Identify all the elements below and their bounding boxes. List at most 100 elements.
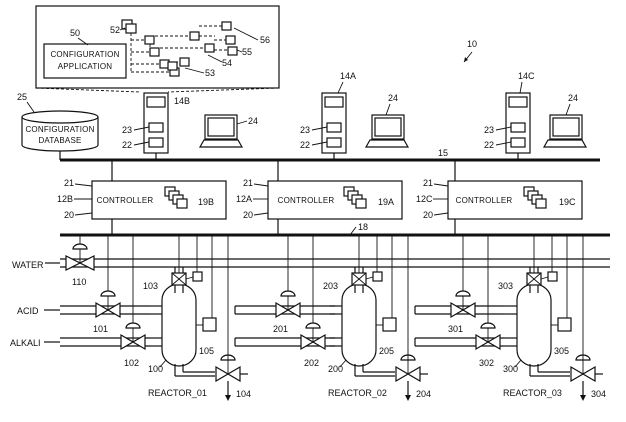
- ref-25: 25: [17, 92, 27, 102]
- acid-valve-ref: 101: [93, 324, 108, 334]
- ref-22: 22: [484, 140, 494, 150]
- ref-110: 110: [72, 277, 86, 287]
- acid-valve-ref: 201: [273, 324, 288, 334]
- ws-label-14b: 14B: [174, 96, 190, 106]
- alkali-label: ALKALI: [10, 338, 41, 348]
- outlet-valve-ref: 304: [591, 389, 606, 399]
- ref-10: 10: [467, 39, 477, 49]
- ref-56: 56: [260, 35, 270, 45]
- acid-valve: [275, 290, 301, 319]
- reactor-ref: 200: [328, 364, 343, 374]
- ref-24: 24: [388, 93, 398, 103]
- top-sensor: [192, 271, 203, 282]
- ref-24: 24: [248, 116, 258, 126]
- ref-20: 20: [64, 210, 74, 220]
- ref-21: 21: [243, 178, 253, 188]
- ref-24: 24: [568, 93, 578, 103]
- database-label: CONFIGURATION: [25, 125, 94, 134]
- top-sensor: [547, 271, 558, 282]
- workstation-14a: 14A 23 22 24: [300, 71, 410, 160]
- reactor-vessel: [516, 283, 552, 367]
- ref-12a: 12A: [236, 194, 252, 204]
- workstation-14b: 14B 23 22 24: [122, 92, 258, 160]
- keyboard-icon: [542, 139, 588, 148]
- reactor-name: REACTOR_02: [328, 388, 387, 398]
- alkali-valve: [475, 322, 501, 351]
- alkali-valve-ref: 102: [124, 358, 139, 368]
- ref-53: 53: [205, 68, 215, 78]
- ref-21: 21: [423, 178, 433, 188]
- keyboard-icon: [198, 139, 244, 148]
- alkali-valve-ref: 302: [479, 358, 494, 368]
- ref-52: 52: [110, 25, 120, 35]
- controller-label: CONTROLLER: [278, 196, 335, 205]
- controller-12b: CONTROLLER 19B 21 12B 20: [57, 178, 227, 220]
- alkali-valve: [300, 322, 326, 351]
- database-label-2: DATABASE: [38, 136, 81, 145]
- water-supply: WATER 110: [12, 235, 610, 287]
- alkali-valve-ref: 202: [304, 358, 319, 368]
- level-sensor: [382, 317, 397, 332]
- level-sensor-ref: 105: [199, 346, 214, 356]
- reactor-name: REACTOR_01: [148, 388, 207, 398]
- level-sensor: [202, 317, 217, 332]
- controller-label: CONTROLLER: [456, 196, 513, 205]
- level-sensor-ref: 305: [554, 346, 569, 356]
- alkali-valve: [120, 322, 146, 351]
- outlet-valve-ref: 204: [416, 389, 431, 399]
- config-application-callout: CONFIGURATION APPLICATION 50: [35, 5, 280, 93]
- io-label-19c: 19C: [559, 197, 576, 207]
- ws-label-14a: 14A: [340, 71, 356, 81]
- config-application-label-2: APPLICATION: [58, 62, 113, 71]
- water-label: WATER: [12, 260, 44, 270]
- reactor-vessel: [161, 283, 197, 367]
- reactor-vessel: [341, 283, 377, 367]
- ws-label-14c: 14C: [518, 71, 535, 81]
- top-valve-ref: 103: [143, 281, 158, 291]
- ref-12c: 12C: [416, 194, 433, 204]
- ref-21: 21: [64, 178, 74, 188]
- ref-20: 20: [243, 210, 253, 220]
- ref-12b: 12B: [57, 194, 73, 204]
- config-application-label: CONFIGURATION: [50, 50, 119, 59]
- acid-valve-ref: 301: [448, 324, 463, 334]
- ref-54: 54: [222, 58, 232, 68]
- io-label-19a: 19A: [378, 197, 394, 207]
- ref-22: 22: [300, 140, 310, 150]
- top-valve-ref: 203: [323, 281, 338, 291]
- controller-12c: CONTROLLER 19C 21 12C 20: [416, 178, 583, 220]
- acid-label: ACID: [17, 306, 39, 316]
- keyboard-icon: [364, 139, 410, 148]
- io-label-19b: 19B: [198, 197, 214, 207]
- ref-20: 20: [423, 210, 433, 220]
- ref-15: 15: [438, 148, 448, 158]
- outlet-valve: [395, 354, 421, 383]
- top-valve-ref: 303: [498, 281, 513, 291]
- ref-23: 23: [300, 125, 310, 135]
- configuration-database: CONFIGURATION DATABASE 25: [17, 92, 99, 160]
- outlet-valve-ref: 104: [236, 389, 251, 399]
- ref-23: 23: [122, 125, 132, 135]
- ref-18: 18: [358, 222, 368, 232]
- ref-23: 23: [484, 125, 494, 135]
- ref-22: 22: [122, 140, 132, 150]
- controller-12a: CONTROLLER 19A 21 12A 20: [236, 178, 403, 220]
- acid-valve: [450, 290, 476, 319]
- workstation-14c: 14C 23 22 24: [484, 71, 588, 160]
- reactor-ref: 100: [148, 364, 163, 374]
- config-application-box: [43, 43, 127, 79]
- ref-55: 55: [242, 47, 252, 57]
- level-sensor-ref: 205: [379, 346, 394, 356]
- reactor-ref: 300: [503, 364, 518, 374]
- acid-valve: [95, 290, 121, 319]
- level-sensor: [557, 317, 572, 332]
- top-sensor: [372, 271, 383, 282]
- reactor-name: REACTOR_03: [503, 388, 562, 398]
- controller-label: CONTROLLER: [97, 196, 154, 205]
